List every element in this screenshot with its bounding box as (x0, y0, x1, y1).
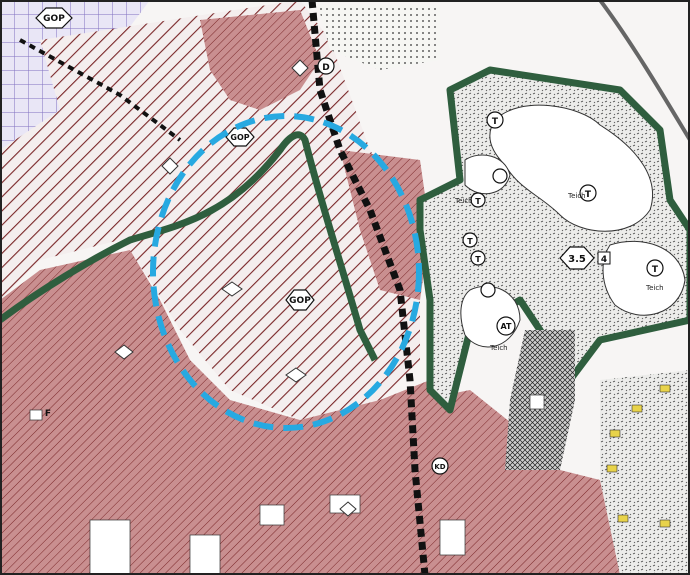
at-label: AT (500, 322, 512, 331)
gop-label-top: GOP (43, 14, 65, 24)
gop-label-diamond: GOP (230, 133, 249, 142)
teich-label: Teich (645, 284, 664, 292)
railway-branch (19, 38, 182, 142)
hexagon-label-icon (35, 7, 595, 311)
teich-label: Teich (489, 344, 508, 352)
kd-label: KD (434, 463, 445, 471)
green-belt-strip (0, 131, 379, 362)
number-box (597, 251, 611, 265)
zone-number-label: 3.5 (568, 254, 586, 265)
f-label: F (45, 409, 51, 419)
dotted-area-north (318, 5, 440, 70)
d-label: D (322, 63, 329, 73)
diamond-symbol-icon (114, 59, 357, 517)
highlight-circle (150, 113, 422, 431)
pond-east (602, 240, 686, 316)
pond-teich-1 (464, 154, 511, 195)
circle-d-icon (317, 57, 335, 75)
gop-label-center: GOP (289, 296, 311, 306)
circle-kd-icon (431, 457, 449, 475)
teich-label: Teich (454, 197, 473, 205)
yellow-markers (606, 384, 671, 528)
teich-label: Teich (567, 192, 586, 200)
t-label: T (492, 117, 499, 127)
east-road (598, 0, 690, 142)
built-area-southeast (420, 390, 620, 575)
circle-at-icon (496, 316, 516, 336)
t-label: T (475, 255, 481, 264)
t-label: T (467, 237, 473, 246)
t-label: T (585, 190, 592, 200)
built-area-north (200, 10, 320, 110)
t-label: T (475, 197, 481, 206)
railway-line (308, 0, 429, 575)
circle-t-icon (462, 111, 664, 298)
t-label: T (652, 265, 659, 275)
built-area-south (0, 250, 520, 575)
building-blocks (29, 394, 545, 575)
number-four-label: 4 (601, 255, 607, 265)
